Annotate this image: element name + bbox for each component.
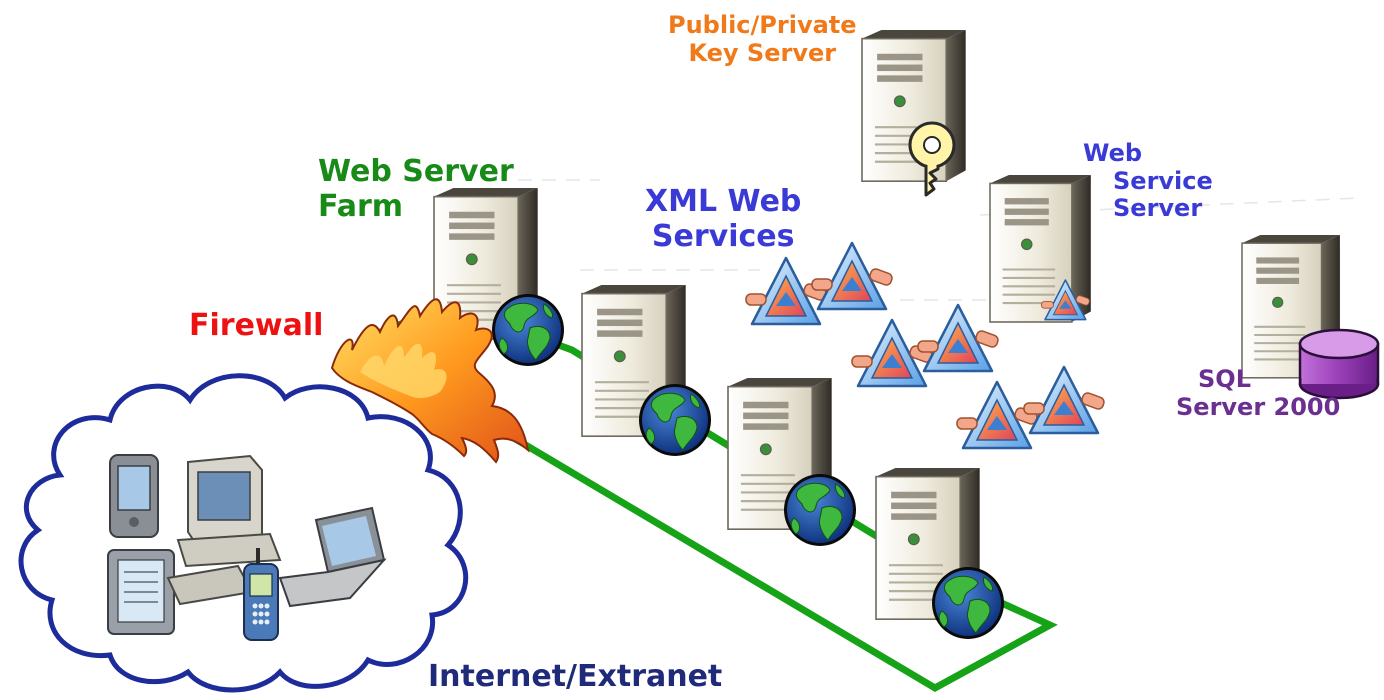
key-server-label: Public/Private Key Server: [668, 11, 857, 67]
sql-server-label: SQL Server 2000: [1176, 365, 1341, 421]
sql-server-label-line2: Server 2000: [1176, 392, 1341, 421]
xml-web-service-icon: [1022, 365, 1107, 435]
xml-web-service-icon: [744, 256, 829, 326]
globe-icon: [491, 293, 565, 367]
xml-web-service-icon: [810, 241, 895, 311]
laptop-icon: [278, 506, 387, 608]
firewall-flame-icon: [330, 298, 530, 464]
xml-web-services-label: XML Web Services: [645, 184, 802, 254]
web-service-server-label-line3: Server: [1113, 194, 1203, 223]
xml-web-services-label-line2: Services: [651, 218, 795, 254]
web-service-server-label-line1: Web: [1083, 139, 1143, 167]
internet-extranet-label: Internet/Extranet: [428, 659, 723, 694]
database-cylinder-icon: [1298, 328, 1380, 400]
key-server-label-line1: Public/Private: [668, 11, 857, 39]
globe-icon: [783, 473, 857, 547]
tablet-icon: [107, 549, 175, 635]
desktop-computer-icon: [176, 454, 282, 568]
key-icon: [908, 121, 956, 197]
globe-icon: [931, 566, 1005, 640]
web-service-server-label: Web Service Server: [1083, 139, 1213, 223]
web-server-farm-label-line1: Web Server: [318, 154, 514, 189]
xml-web-service-icon: [850, 318, 935, 388]
pda-icon: [109, 454, 159, 538]
web-server-farm-label-line2: Farm: [318, 188, 404, 224]
xml-web-services-label-line1: XML Web: [645, 184, 802, 219]
firewall-label: Firewall: [189, 308, 324, 343]
cell-phone-icon: [243, 548, 279, 641]
key-server-label-line2: Key Server: [688, 38, 837, 67]
globe-icon: [638, 383, 712, 457]
web-server-farm-label: Web Server Farm: [318, 154, 514, 224]
xml-web-service-icon: [916, 303, 1001, 373]
sql-server-label-line1: SQL: [1198, 365, 1251, 393]
devices-group: [107, 454, 387, 641]
xml-web-service-icon: [955, 380, 1040, 450]
web-service-server-label-line2: Service: [1113, 166, 1213, 195]
guide-lines: [518, 179, 1361, 301]
